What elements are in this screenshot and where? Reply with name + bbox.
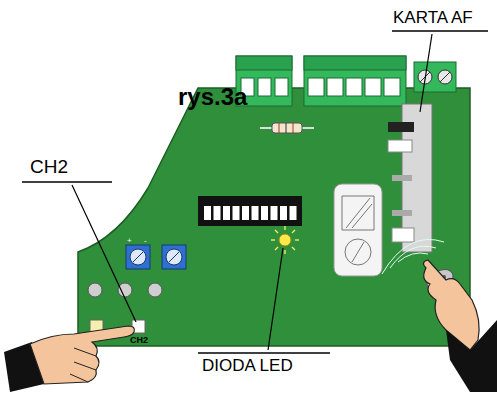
leader-line xyxy=(268,248,283,350)
label-overline xyxy=(198,352,330,354)
part-label: CH2 xyxy=(30,157,68,178)
af-card xyxy=(388,104,432,252)
leader-line xyxy=(72,185,136,322)
trimmer: + - xyxy=(126,236,186,269)
figure-number: rys.3a xyxy=(178,84,247,110)
svg-text:+: + xyxy=(127,236,132,245)
pointing-hand xyxy=(4,326,134,392)
label-underline xyxy=(392,30,488,32)
dip-switch xyxy=(198,196,302,226)
terminal-block xyxy=(414,62,456,92)
mounting-hole xyxy=(88,283,162,297)
led xyxy=(271,226,299,254)
svg-text:-: - xyxy=(144,236,147,245)
part-label: KARTA AF xyxy=(393,9,473,28)
hand-with-remote xyxy=(423,260,497,392)
silkscreen-label: CH2 xyxy=(130,336,148,346)
part-label: DIODA LED xyxy=(202,357,293,376)
terminal-block xyxy=(304,56,406,106)
relay xyxy=(334,184,382,276)
label-underline xyxy=(22,181,112,183)
resistor-symbol xyxy=(260,123,314,133)
leader-line xyxy=(420,34,432,112)
